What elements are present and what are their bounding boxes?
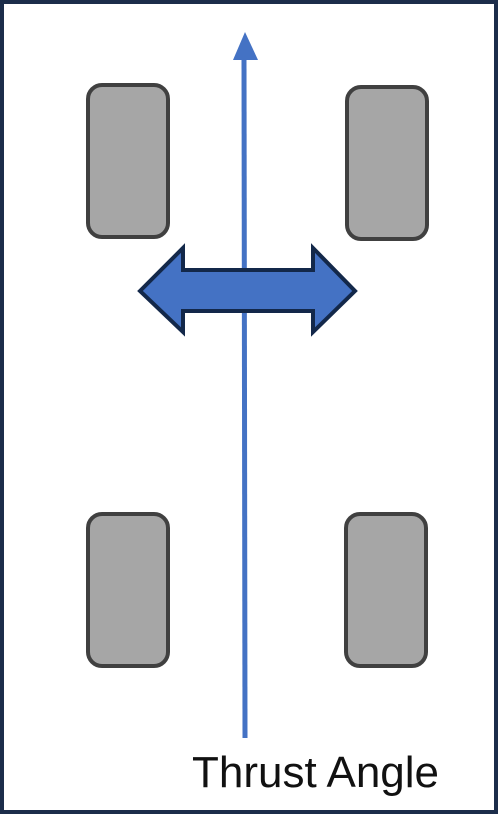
rear-right-tire xyxy=(344,512,428,668)
double-arrow-horizontal-icon xyxy=(137,243,358,337)
diagram-label: Thrust Angle xyxy=(192,748,439,797)
thrust-line xyxy=(241,57,248,739)
thrust-arrowhead xyxy=(233,32,258,60)
front-right-tire xyxy=(345,85,429,241)
arrow-up-icon xyxy=(233,32,258,739)
front-left-tire xyxy=(86,83,170,239)
rear-left-tire xyxy=(86,512,170,668)
